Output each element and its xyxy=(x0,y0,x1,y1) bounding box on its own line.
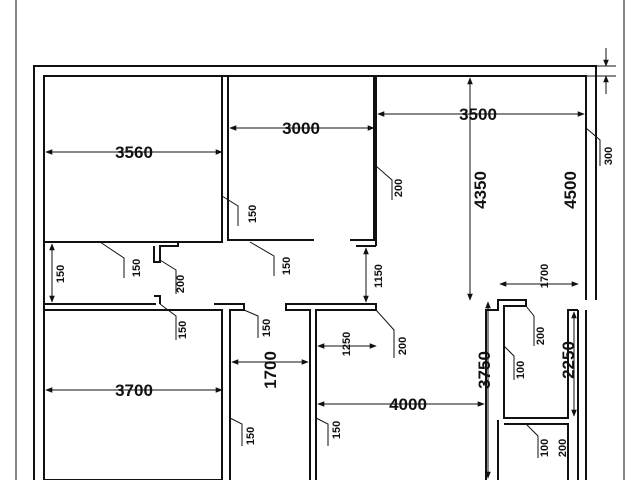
leader-300 xyxy=(585,127,601,166)
label-200-c: 200 xyxy=(397,337,409,355)
label-150-b: 150 xyxy=(131,259,143,277)
label-3700: 3700 xyxy=(115,381,153,400)
label-200-d: 200 xyxy=(535,327,547,345)
label-150-e: 150 xyxy=(261,319,273,337)
leader-150-b xyxy=(99,241,125,278)
leader-200-b xyxy=(159,259,177,294)
label-200-b: 200 xyxy=(175,275,187,293)
label-3560: 3560 xyxy=(115,143,153,162)
leader-150-f xyxy=(229,417,243,446)
leader-150-d xyxy=(159,303,177,340)
label-1250: 1250 xyxy=(341,332,353,356)
label-3750: 3750 xyxy=(475,351,494,389)
corridor-left xyxy=(43,241,179,305)
label-150-g: 150 xyxy=(331,421,343,439)
label-150-corridor: 150 xyxy=(55,265,67,283)
hall xyxy=(214,303,377,480)
label-1150: 1150 xyxy=(373,264,385,288)
label-1700-right: 1700 xyxy=(539,264,551,288)
bath-block xyxy=(497,420,569,480)
leader-150-e xyxy=(243,309,259,338)
label-150-c: 150 xyxy=(281,257,293,275)
leader-150-c xyxy=(249,241,275,276)
leader-200-d xyxy=(525,305,535,346)
label-150-f: 150 xyxy=(245,427,257,445)
label-300: 300 xyxy=(603,147,615,165)
room-top-right xyxy=(356,76,377,247)
leader-200-a xyxy=(375,165,393,200)
leader-100-b xyxy=(525,423,539,458)
label-1700-hall: 1700 xyxy=(261,351,280,389)
leader-150-g xyxy=(315,417,329,446)
label-4500: 4500 xyxy=(561,171,580,209)
label-3500: 3500 xyxy=(459,105,497,124)
label-200-e: 200 xyxy=(557,439,569,457)
label-2250: 2250 xyxy=(559,341,578,379)
room-bottom-left xyxy=(43,309,223,480)
label-100-b: 100 xyxy=(539,439,551,457)
label-4000: 4000 xyxy=(389,395,427,414)
label-200-a: 200 xyxy=(393,179,405,197)
label-3000: 3000 xyxy=(282,119,320,138)
label-150-d: 150 xyxy=(177,321,189,339)
leader-100-a xyxy=(503,345,515,380)
label-4350: 4350 xyxy=(471,171,490,209)
label-100-a: 100 xyxy=(515,361,527,379)
outer-wall xyxy=(33,65,597,480)
leader-150-a xyxy=(221,195,239,226)
label-150-a: 150 xyxy=(247,205,259,223)
leader-200-c xyxy=(375,309,395,358)
